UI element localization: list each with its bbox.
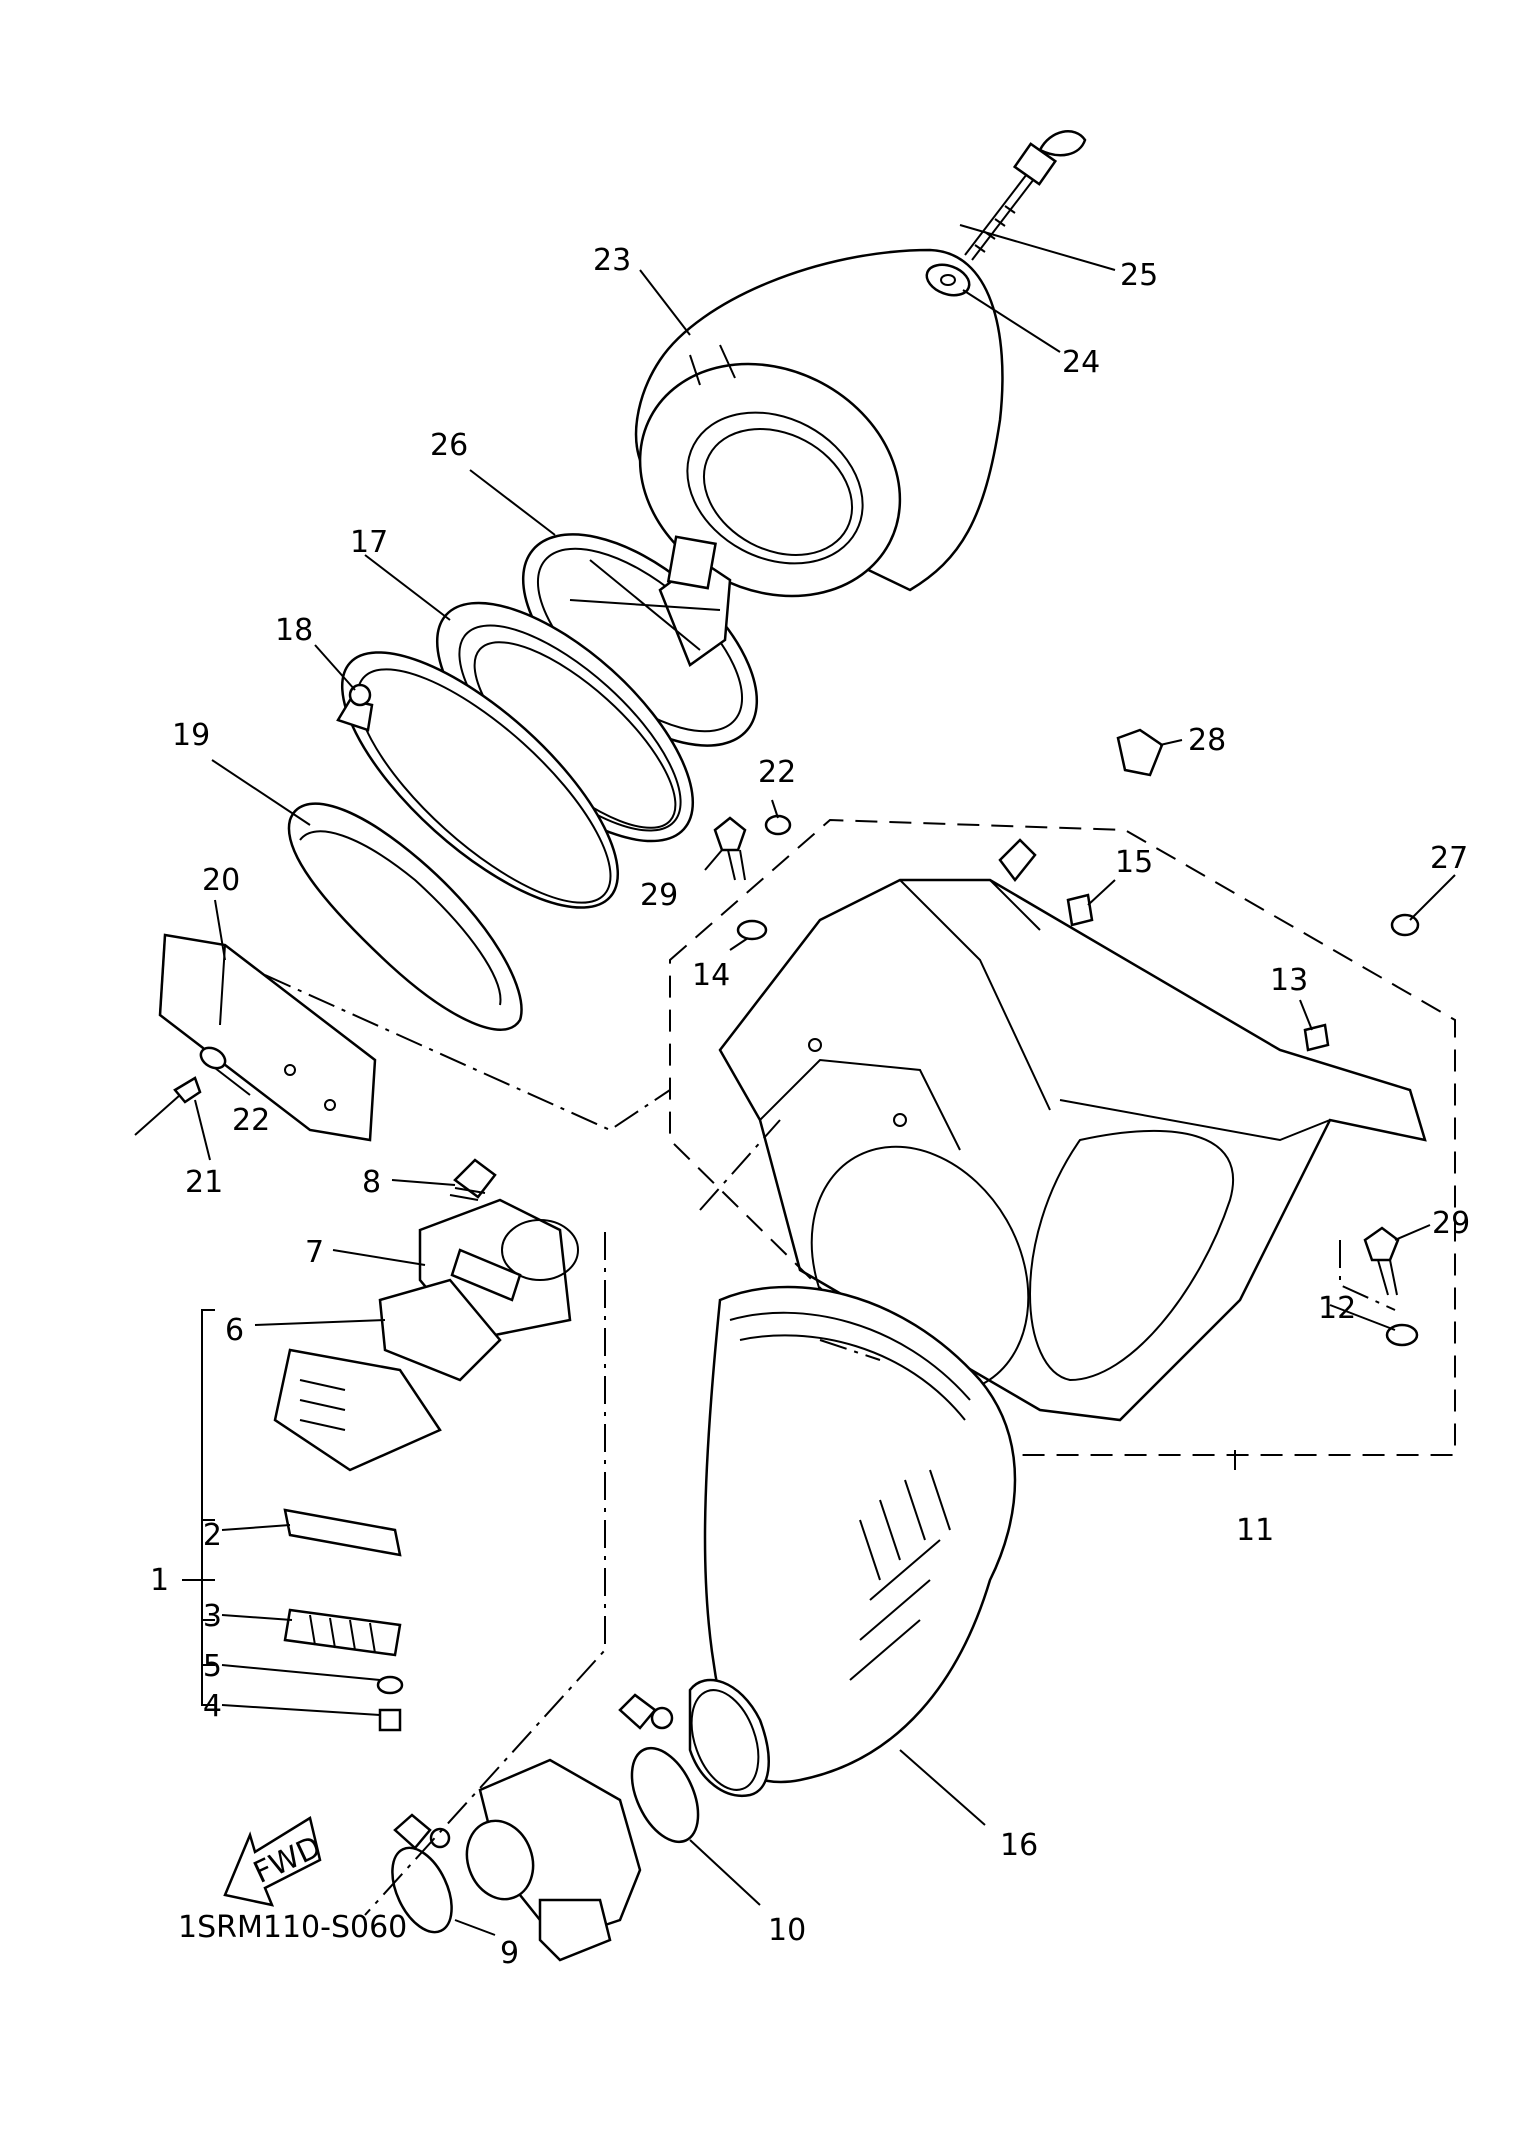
callout-7: 7 xyxy=(305,1235,324,1270)
callout-9: 9 xyxy=(500,1936,519,1971)
filter-guide xyxy=(521,533,759,747)
leader-lines xyxy=(194,224,1456,1936)
flange-bolt xyxy=(449,1158,497,1201)
bolt-29-right xyxy=(1363,1226,1400,1296)
callout-4: 4 xyxy=(203,1689,222,1724)
callout-14: 14 xyxy=(692,958,730,993)
callout-3: 3 xyxy=(203,1599,222,1634)
centerline-bolt-right xyxy=(1339,1240,1396,1311)
callout-17: 17 xyxy=(350,525,388,560)
callout-28: 28 xyxy=(1188,723,1226,758)
carburetor-clamp xyxy=(391,1813,453,1934)
diagram-code: 1SRM110-S060 xyxy=(178,1910,407,1945)
small-washer-left xyxy=(199,1046,227,1070)
air-box-group-outline xyxy=(669,818,1456,1456)
callout-13: 13 xyxy=(1270,963,1308,998)
callout-23: 23 xyxy=(593,243,631,278)
callout-16: 16 xyxy=(1000,1828,1038,1863)
callout-24: 24 xyxy=(1062,345,1100,380)
callout-6: 6 xyxy=(225,1313,244,1348)
callout-26: 26 xyxy=(430,428,468,463)
wing-bolt xyxy=(964,130,1087,261)
callout-25: 25 xyxy=(1120,258,1158,293)
callout-15: 15 xyxy=(1115,845,1153,880)
callout-27: 27 xyxy=(1430,841,1468,876)
callout-22-left: 22 xyxy=(232,1103,270,1138)
rivet xyxy=(134,1076,202,1136)
clip-15 xyxy=(1066,893,1094,927)
washer xyxy=(925,263,971,297)
intake-boot xyxy=(688,1285,1017,1798)
centerline-bottom xyxy=(699,1119,781,1211)
callout-18: 18 xyxy=(275,613,313,648)
reed-valve-assembly xyxy=(273,1278,502,1732)
fwd-arrow: FWD xyxy=(223,1816,327,1907)
grommet-27 xyxy=(1390,913,1420,937)
callout-12: 12 xyxy=(1318,1291,1356,1326)
callout-29-top: 29 xyxy=(640,878,678,913)
washer-22-top xyxy=(764,814,792,836)
callout-11: 11 xyxy=(1236,1513,1274,1548)
callout-labels: 1 2 3 5 4 6 7 8 9 10 11 12 13 14 15 16 1… xyxy=(150,243,1470,1971)
nut-28 xyxy=(1116,728,1164,777)
clip-13 xyxy=(1303,1023,1330,1052)
reed-valve-bracket xyxy=(201,1309,215,1706)
callout-5: 5 xyxy=(203,1649,222,1684)
hose-clamp xyxy=(336,651,620,909)
callout-10: 10 xyxy=(768,1913,806,1948)
carburetor xyxy=(465,1758,642,1962)
callout-20: 20 xyxy=(202,863,240,898)
intake-hose-clamp xyxy=(618,1693,700,1844)
grommet-14 xyxy=(736,919,768,941)
callout-22-top: 22 xyxy=(758,755,796,790)
air-box-joint xyxy=(287,802,523,1031)
plate xyxy=(158,933,377,1142)
callout-19: 19 xyxy=(172,718,210,753)
centerline-box-bottom xyxy=(819,1339,881,1361)
callout-29-right: 29 xyxy=(1432,1206,1470,1241)
callout-2: 2 xyxy=(203,1518,222,1553)
callout-8: 8 xyxy=(362,1165,381,1200)
callout-1: 1 xyxy=(150,1563,169,1598)
bolt-29-top xyxy=(713,816,747,881)
callout-21: 21 xyxy=(185,1165,223,1200)
